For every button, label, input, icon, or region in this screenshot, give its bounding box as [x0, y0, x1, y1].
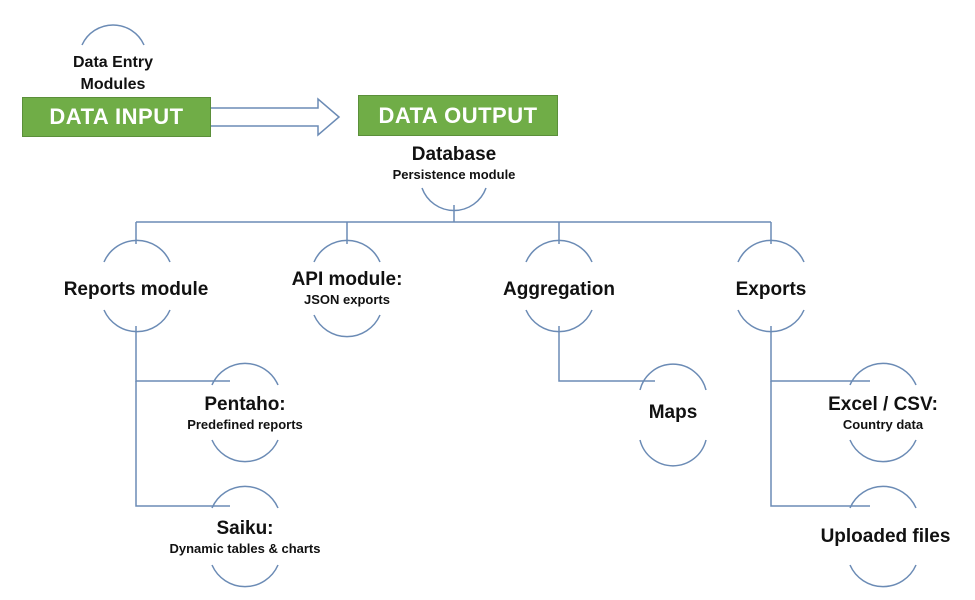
- data-entry-title: Data Entry: [72, 54, 154, 71]
- api-node: API module: JSON exports: [267, 268, 427, 309]
- uploaded-title: Uploaded files: [820, 526, 951, 547]
- pentaho-node: Pentaho: Predefined reports: [165, 393, 325, 434]
- arc-pentaho-bottom: [211, 439, 279, 463]
- pentaho-subtitle: Predefined reports: [187, 417, 303, 432]
- arc-excel-bottom: [849, 439, 917, 463]
- saiku-node: Saiku: Dynamic tables & charts: [150, 517, 340, 558]
- excel-title: Excel / CSV:: [828, 394, 938, 415]
- arc-reports-bottom: [103, 309, 171, 333]
- data-input-box: DATA INPUT: [22, 97, 211, 137]
- excel-subtitle: Country data: [842, 417, 924, 432]
- arc-pentaho-top: [211, 362, 279, 386]
- arc-maps-top: [639, 363, 707, 391]
- arc-reports-top: [103, 239, 171, 263]
- exports-title: Exports: [735, 279, 807, 300]
- arc-maps-bottom: [639, 439, 707, 467]
- api-subtitle: JSON exports: [304, 292, 390, 307]
- arc-excel-top: [849, 362, 917, 386]
- arc-saiku-top: [211, 485, 279, 509]
- data-entry-node: Data Entry Modules: [48, 52, 178, 96]
- data-input-label: DATA INPUT: [49, 104, 184, 129]
- excel-node: Excel / CSV: Country data: [808, 393, 958, 434]
- uploaded-node: Uploaded files: [808, 525, 963, 548]
- api-title: API module:: [291, 269, 403, 290]
- arc-data-entry-top: [81, 24, 145, 46]
- aggregation-title: Aggregation: [503, 279, 615, 300]
- database-title: Database: [411, 144, 497, 165]
- saiku-title: Saiku:: [216, 518, 274, 539]
- data-entry-title-2: Modules: [80, 76, 146, 93]
- data-output-label: DATA OUTPUT: [378, 102, 538, 128]
- database-subtitle: Persistence module: [392, 167, 516, 182]
- maps-title: Maps: [648, 402, 698, 423]
- saiku-subtitle: Dynamic tables & charts: [169, 541, 321, 556]
- hollow-arrow: [211, 97, 341, 137]
- database-node: Database Persistence module: [364, 143, 544, 184]
- maps-node: Maps: [613, 401, 733, 424]
- pentaho-title: Pentaho:: [204, 394, 286, 415]
- reports-title: Reports module: [63, 279, 209, 300]
- arc-saiku-bottom: [211, 564, 279, 588]
- arc-uploaded-top: [849, 485, 917, 509]
- exports-node: Exports: [691, 278, 851, 301]
- aggregation-node: Aggregation: [479, 278, 639, 301]
- arc-uploaded-bottom: [849, 564, 917, 588]
- reports-node: Reports module: [46, 278, 226, 301]
- arc-api-bottom: [313, 314, 381, 338]
- data-output-box: DATA OUTPUT: [358, 95, 558, 136]
